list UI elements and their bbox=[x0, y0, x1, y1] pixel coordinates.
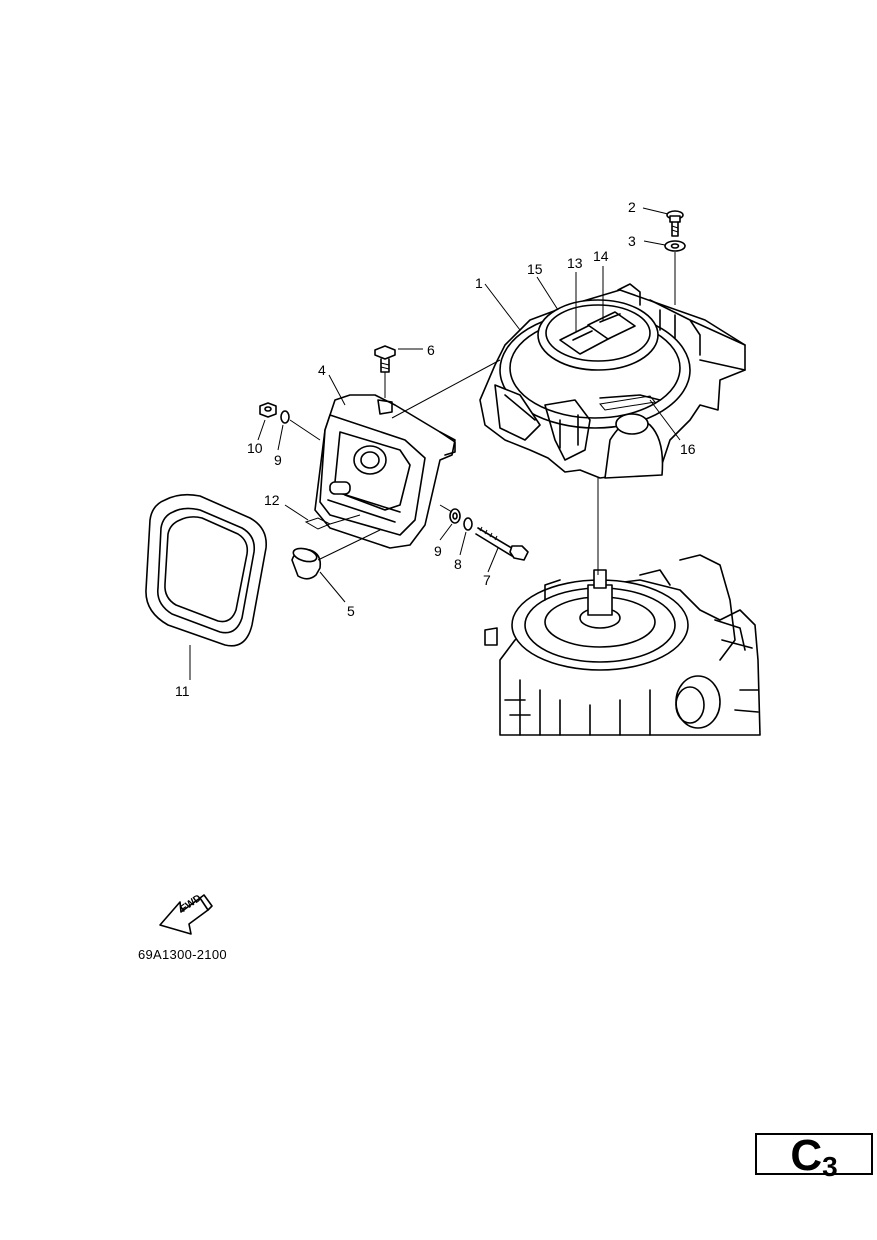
seal-11 bbox=[145, 493, 267, 647]
silencer-bracket bbox=[314, 394, 456, 549]
washer-9-right bbox=[449, 508, 461, 524]
section-number: 3 bbox=[822, 1151, 838, 1182]
callout-9-left: 9 bbox=[274, 452, 282, 468]
callout-11: 11 bbox=[175, 683, 190, 699]
callout-9-right: 9 bbox=[434, 543, 442, 559]
bolt-2 bbox=[666, 210, 684, 237]
callout-10: 10 bbox=[247, 440, 263, 456]
flywheel-cover bbox=[479, 283, 746, 479]
callout-4: 4 bbox=[318, 362, 326, 378]
callout-14: 14 bbox=[593, 248, 609, 264]
catalog-code: 69A1300-2100 bbox=[138, 947, 227, 962]
engine-block bbox=[484, 554, 761, 736]
callout-16: 16 bbox=[680, 441, 696, 457]
cap-5 bbox=[291, 547, 322, 580]
fwd-arrow-icon bbox=[159, 894, 213, 935]
section-tab: C3 bbox=[755, 1133, 873, 1182]
nut-10 bbox=[259, 402, 277, 418]
bolt-7 bbox=[475, 526, 529, 561]
callout-13: 13 bbox=[567, 255, 583, 271]
bolt-6 bbox=[374, 345, 396, 373]
callout-1: 1 bbox=[475, 275, 483, 291]
washer-3 bbox=[664, 240, 686, 252]
callout-7: 7 bbox=[483, 572, 491, 588]
callout-5: 5 bbox=[347, 603, 355, 619]
callout-2: 2 bbox=[628, 199, 636, 215]
section-letter: C bbox=[790, 1131, 823, 1180]
callout-8: 8 bbox=[454, 556, 462, 572]
washer-8 bbox=[463, 517, 473, 531]
washer-9-left bbox=[280, 410, 290, 424]
callout-3: 3 bbox=[628, 233, 636, 249]
callout-15: 15 bbox=[527, 261, 543, 277]
callout-6: 6 bbox=[427, 342, 435, 358]
callout-12: 12 bbox=[264, 492, 280, 508]
